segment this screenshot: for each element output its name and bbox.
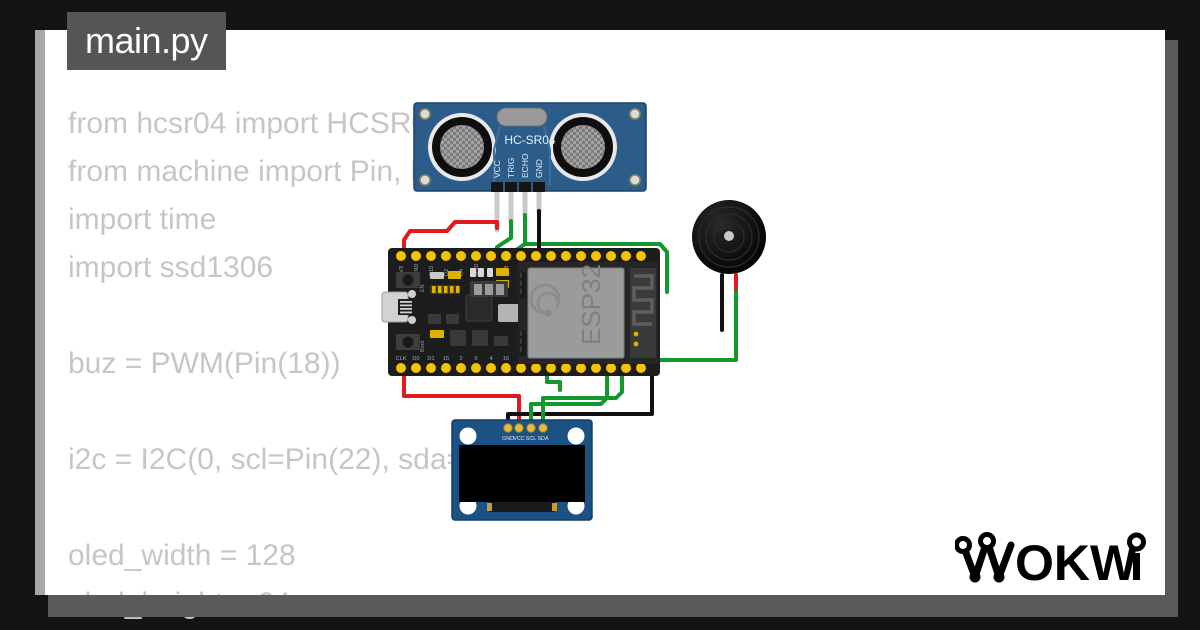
code-line-7: [68, 388, 768, 436]
code-line-5: [68, 292, 768, 340]
code-editor-text[interactable]: from hcsr04 import HCSR04 from machine im…: [68, 100, 768, 628]
wokwi-logo-text-okw: OKW: [1015, 535, 1138, 591]
window-right-shadow: [1165, 40, 1178, 597]
wokwi-logo-nodes: [954, 532, 1005, 583]
code-line-8: i2c = I2C(0, scl=Pin(22), sda=Pin(21)): [68, 443, 571, 476]
code-line-9: [68, 484, 768, 532]
code-line-2: from machine import Pin, I2C: [68, 155, 457, 188]
code-line-1: from hcsr04 import HCSR04: [68, 107, 445, 140]
wokwi-logo-letter-i: [1127, 532, 1146, 580]
tab-main-py[interactable]: main.py: [67, 12, 226, 70]
editor-gutter: [35, 30, 45, 595]
code-line-3: import time: [68, 203, 217, 236]
code-line-4: import ssd1306: [68, 251, 274, 284]
wokwi-logo: OKW: [954, 525, 1155, 600]
horizontal-scrollbar[interactable]: [48, 595, 1178, 617]
tab-label: main.py: [85, 20, 208, 61]
code-line-10: oled_width = 128: [68, 539, 296, 572]
code-line-6: buz = PWM(Pin(18)): [68, 347, 341, 380]
